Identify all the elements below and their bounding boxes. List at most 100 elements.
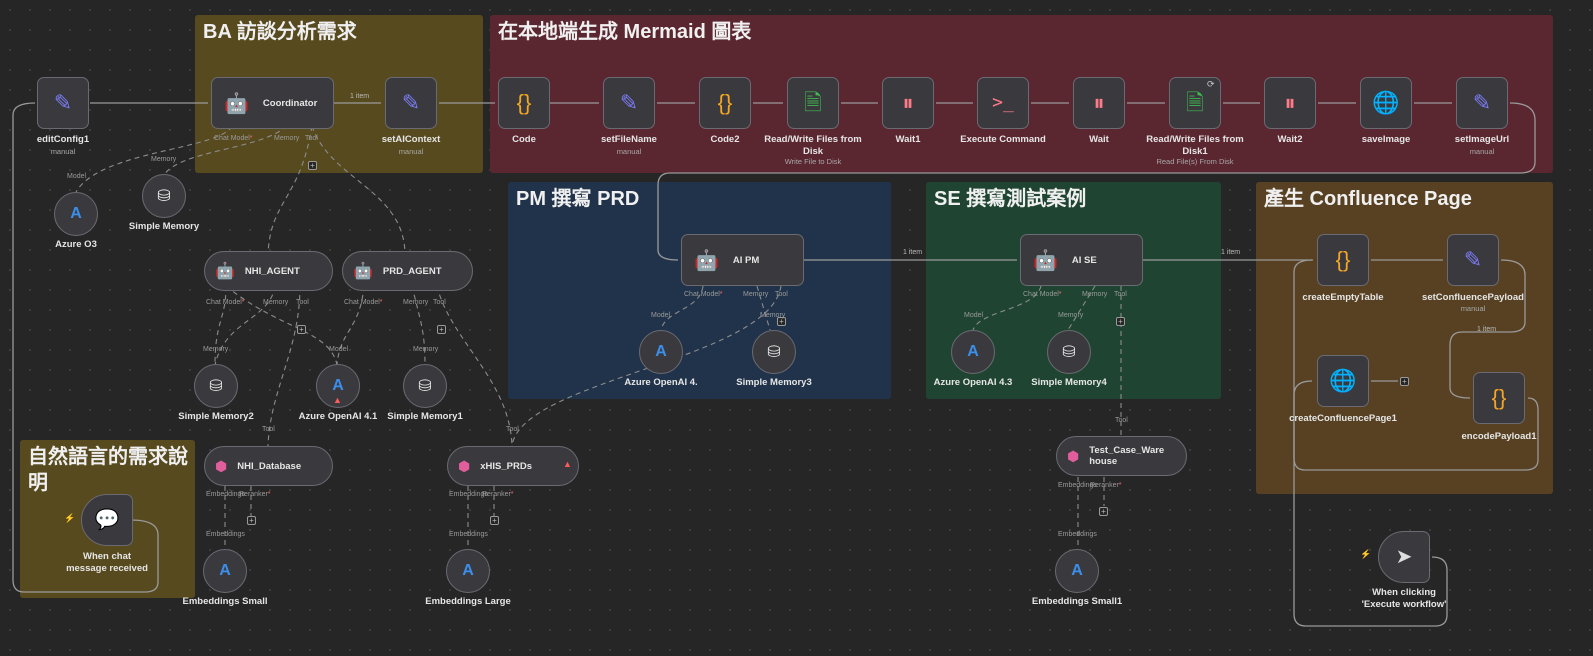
node-wait[interactable]: ⏸ — [1073, 77, 1125, 129]
port-tool: Tool — [433, 299, 446, 306]
node-execCmd[interactable]: >_ — [977, 77, 1029, 129]
node-createConfluencePage1[interactable]: 🌐 — [1317, 355, 1369, 407]
node-setAIContext[interactable]: ✎ — [385, 77, 437, 129]
subnode-simple-memory1-label: Simple Memory1 — [387, 411, 463, 422]
node-wait2[interactable]: ⏸ — [1264, 77, 1316, 129]
subnode-embeddings-small[interactable]: A — [203, 549, 247, 593]
sticky-confluence-title: 產生 Confluence Page — [1264, 188, 1472, 210]
vector-db-icon: ⬢ — [458, 457, 471, 474]
node-prd-agent[interactable]: 🤖 PRD_AGENT — [342, 251, 473, 291]
add-tool-button[interactable]: + — [308, 161, 317, 170]
port-embeddings: Embeddings — [449, 491, 488, 498]
node-rwRead[interactable]: 🗎 — [1169, 77, 1221, 129]
node-wait2-label: Wait2 — [1277, 134, 1303, 145]
file-icon: 🗎 — [1186, 90, 1204, 115]
port-chat-model: Chat Model* — [206, 299, 245, 306]
subnode-embeddings-large[interactable]: A — [446, 549, 490, 593]
node-test-case-warehouse-label: Test_Case_Warehouse — [1089, 445, 1165, 467]
node-rwWrite[interactable]: 🗎 — [787, 77, 839, 129]
add-tool-button[interactable]: + — [1116, 317, 1125, 326]
azure-icon: A — [332, 377, 344, 394]
lightning-icon: ⚡ — [64, 513, 76, 523]
add-node-button[interactable]: + — [1400, 377, 1409, 386]
node-nhi-agent[interactable]: 🤖 NHI_AGENT — [204, 251, 333, 291]
node-setFileName[interactable]: ✎ — [603, 77, 655, 129]
subnode-simple-memory3[interactable]: ⛁ — [752, 330, 796, 374]
subnode-simple-memory-label: Simple Memory — [128, 221, 200, 232]
port-embeddings: Embeddings — [1058, 482, 1097, 489]
subnode-simple-memory1[interactable]: ⛁ — [403, 364, 447, 408]
subnode-azure-openai-4[interactable]: A — [639, 330, 683, 374]
edge-label-ai-se: 1 item — [1221, 249, 1241, 256]
port-model-label: Model — [964, 312, 984, 319]
node-ai-pm[interactable]: 🤖 AI PM — [681, 234, 804, 286]
cursor-icon: ➤ — [1395, 546, 1413, 568]
port-model-label: Model — [651, 312, 671, 319]
subnode-embeddings-small-label: Embeddings Small — [182, 596, 268, 607]
port-embeddings-label: Embeddings — [449, 531, 488, 538]
port-model-label: Model — [329, 346, 349, 353]
node-nhi-agent-label: NHI_AGENT — [244, 265, 300, 277]
sticky-confluence[interactable]: 產生 Confluence Page — [1256, 182, 1553, 494]
port-memory-label: Memory — [413, 346, 439, 353]
subnode-simple-memory4[interactable]: ⛁ — [1047, 330, 1091, 374]
port-embeddings-label: Embeddings — [206, 531, 245, 538]
add-tool-button[interactable]: + — [777, 317, 786, 326]
node-setConfluencePayload[interactable]: ✎ — [1447, 234, 1499, 286]
node-xhis-prds[interactable]: ⬢ xHIS_PRDs — [447, 446, 579, 486]
terminal-icon: >_ — [992, 92, 1014, 113]
database-icon: ⛁ — [418, 378, 432, 395]
port-memory-label: Memory — [151, 156, 177, 163]
sticky-pm-title: PM 撰寫 PRD — [516, 188, 640, 210]
subnode-embeddings-small1[interactable]: A — [1055, 549, 1099, 593]
database-icon: ⛁ — [157, 188, 171, 205]
subnode-simple-memory[interactable]: ⛁ — [142, 174, 186, 218]
add-reranker-button[interactable]: + — [247, 516, 256, 525]
node-test-case-warehouse[interactable]: ⬢ Test_Case_Warehouse — [1056, 436, 1187, 476]
node-coordinator[interactable]: 🤖 Coordinator — [211, 77, 334, 129]
subnode-azure-openai-41[interactable]: A — [316, 364, 360, 408]
node-createEmptyTable[interactable]: {} — [1317, 234, 1369, 286]
subnode-embeddings-small1-label: Embeddings Small1 — [1031, 596, 1123, 607]
port-tool: Tool — [296, 299, 309, 306]
braces-icon: {} — [717, 90, 733, 115]
azure-icon: A — [1071, 562, 1083, 579]
node-nhi-database[interactable]: ⬢ NHI_Database — [204, 446, 333, 486]
edge-label-confluence: 1 item — [1477, 326, 1497, 333]
port-reranker: Reranker* — [239, 491, 271, 498]
node-setImageUrl[interactable]: ✎ — [1456, 77, 1508, 129]
node-code[interactable]: {} — [498, 77, 550, 129]
node-chat-trigger[interactable]: 💬 — [81, 494, 133, 546]
subnode-azure-openai-43[interactable]: A — [951, 330, 995, 374]
pencil-icon: ✎ — [1463, 247, 1483, 272]
node-editConfig1[interactable]: ✎ — [37, 77, 89, 129]
node-saveImage[interactable]: 🌐 — [1360, 77, 1412, 129]
add-reranker-button[interactable]: + — [1099, 507, 1108, 516]
robot-icon: 🤖 — [224, 92, 249, 115]
port-chat-model: Chat Model* — [684, 291, 723, 298]
add-reranker-button[interactable]: + — [490, 516, 499, 525]
pause-icon: ⏸ — [902, 90, 914, 115]
node-code2[interactable]: {} — [699, 77, 751, 129]
add-tool-button[interactable]: + — [437, 325, 446, 334]
node-encodePayload1[interactable]: {} — [1473, 372, 1525, 424]
subnode-simple-memory2[interactable]: ⛁ — [194, 364, 238, 408]
node-exec-trigger[interactable]: ➤ — [1378, 531, 1430, 583]
node-ai-pm-label: AI PM — [732, 254, 760, 266]
pencil-icon: ✎ — [401, 90, 421, 115]
port-memory-label: Memory — [1058, 312, 1084, 319]
node-execCmd-label: Execute Command — [960, 134, 1046, 145]
sticky-nl-title: 自然語言的需求說 明 — [28, 446, 188, 494]
node-ai-se[interactable]: 🤖 AI SE — [1020, 234, 1143, 286]
port-tool: Tool — [775, 291, 788, 298]
subnode-azure-o3[interactable]: A — [54, 192, 98, 236]
pause-icon: ⏸ — [1093, 90, 1105, 115]
port-tool-label: Tool — [506, 426, 519, 433]
node-wait1[interactable]: ⏸ — [882, 77, 934, 129]
sticky-pm[interactable]: PM 撰寫 PRD — [508, 182, 891, 399]
port-reranker: Reranker* — [1090, 482, 1122, 489]
add-tool-button[interactable]: + — [297, 325, 306, 334]
node-chat-trigger-label: When chat message received — [66, 551, 148, 574]
azure-icon: A — [967, 343, 979, 360]
